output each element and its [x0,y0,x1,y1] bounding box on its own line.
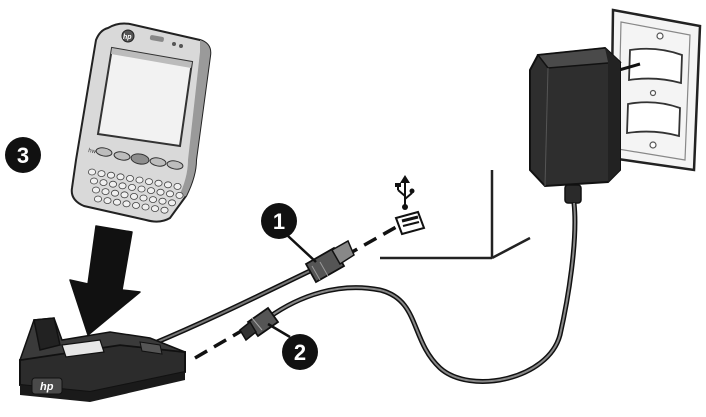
power-plug [239,306,280,342]
usb-connector [304,239,355,284]
device-key [141,203,150,211]
usb-symbol-icon [395,175,415,210]
wall-outlet [609,8,702,172]
ac-adapter [529,46,641,204]
device-model-label: hw [88,148,97,155]
device-key [111,189,120,197]
device-key [163,181,172,189]
power-cable [266,202,578,384]
callout-2: 2 [267,322,318,370]
connection-dashes [194,224,399,360]
device-key [129,192,138,200]
device-key [97,170,106,178]
device-logo: hp [123,34,132,41]
device-key [135,176,144,184]
callout-2-number: 2 [294,340,306,365]
device-key [137,185,146,193]
pda-device: hp hw [70,22,212,223]
device-key [118,182,127,190]
device-key [158,197,167,205]
device-key [144,178,153,186]
device-key [139,194,148,202]
device-key [127,183,136,191]
device-key [146,187,155,195]
device-key [90,177,99,185]
device-key [88,168,97,176]
insert-down-arrow-icon [69,225,141,336]
device-key [150,205,159,213]
device-keyboard [88,168,184,214]
device-key [116,173,125,181]
device-key [165,190,174,198]
callout-3: 3 [5,137,41,173]
device-key [154,179,163,187]
computer-outline [380,170,531,260]
device-key [122,200,131,208]
device-key [99,179,108,187]
device-key [175,191,184,199]
device-key [173,182,182,190]
usb-port [394,210,426,236]
device-key [107,171,116,179]
device-key [131,201,140,209]
cradle: hp [18,317,186,402]
device-key [109,180,118,188]
usb-cable [149,267,314,348]
device-key [167,199,176,207]
device-key [103,197,112,205]
device-key [160,206,169,214]
device-key [94,195,103,203]
cradle-logo: hp [40,381,54,393]
device-nav-buttons [95,147,184,170]
callout-3-number: 3 [17,143,29,168]
device-key [113,198,122,206]
device-key [92,186,101,194]
device-key [156,188,165,196]
callout-1: 1 [261,203,317,263]
device-key [120,191,129,199]
device-key [126,174,135,182]
callout-1-number: 1 [273,209,285,234]
device-key [101,188,110,196]
device-key [148,196,157,204]
